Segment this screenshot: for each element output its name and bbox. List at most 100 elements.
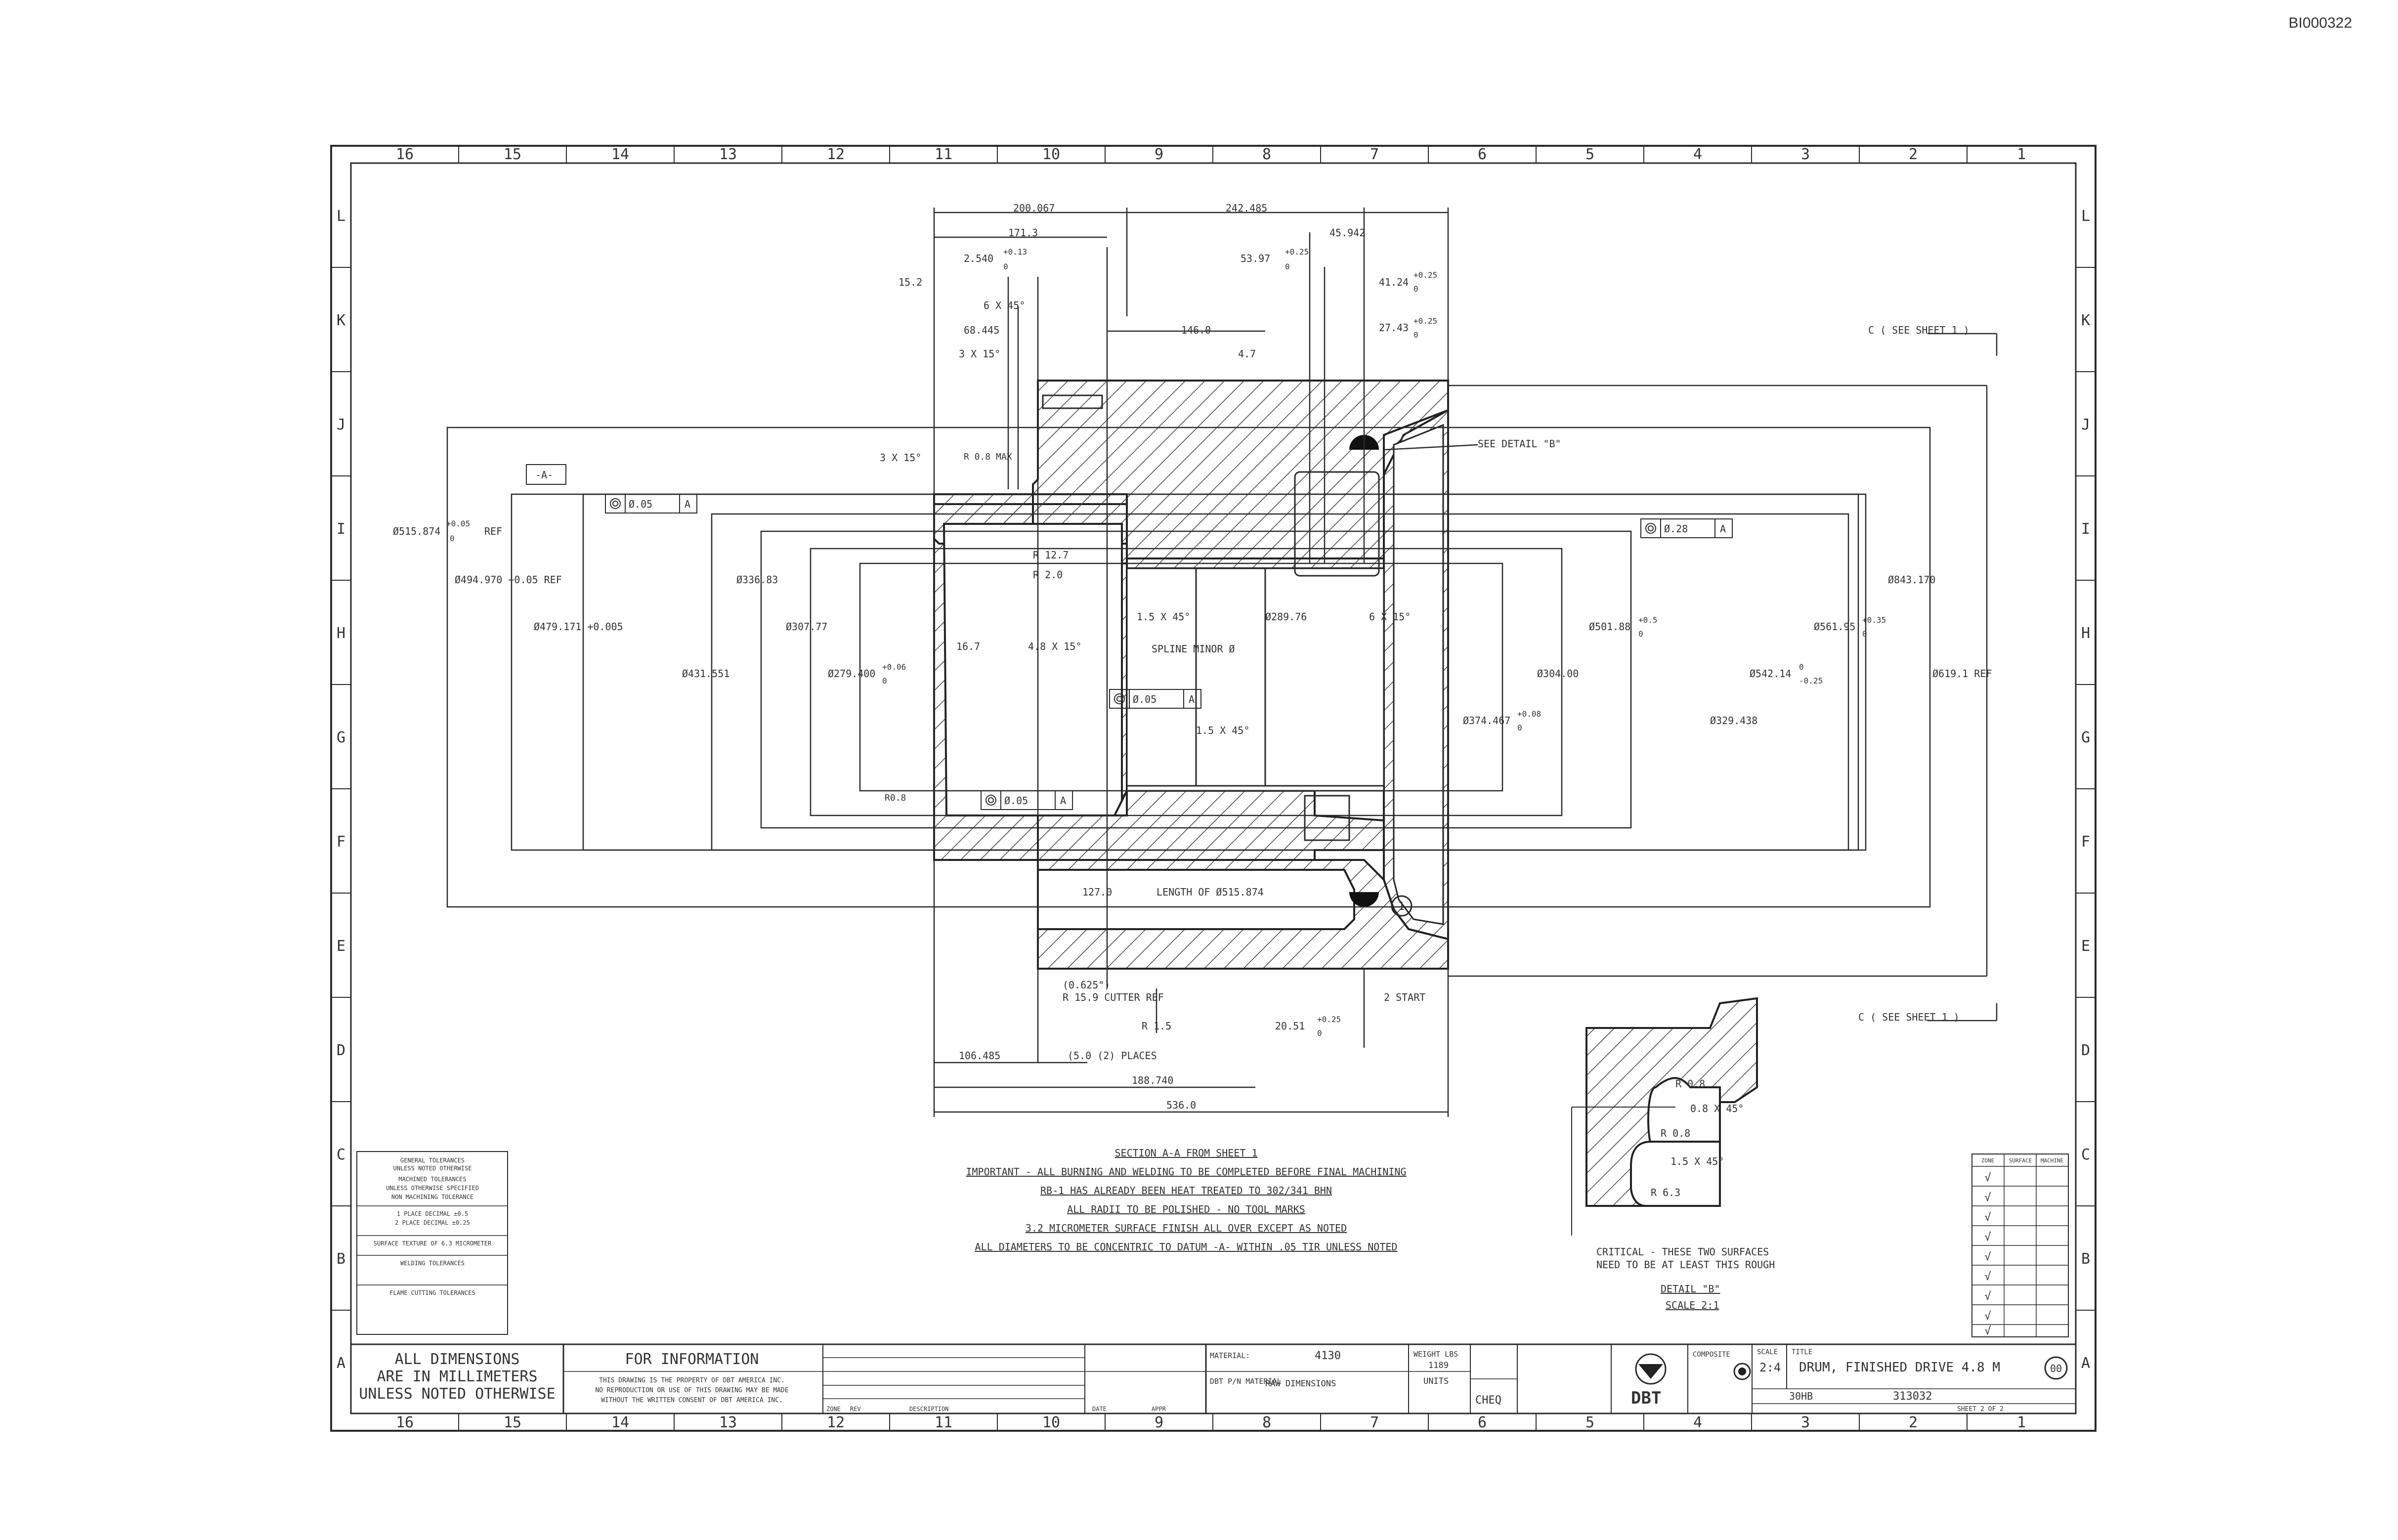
dim-text: Ø304.00 (1537, 668, 1579, 680)
dim-text: R 0.8 MAX (964, 452, 1012, 462)
dim-text: Ø619.1 REF (1932, 668, 1992, 680)
feature-control-frame: Ø.05 A (605, 494, 697, 513)
col-label-top: 4 (1693, 146, 1702, 163)
svg-text:1: 1 (1398, 900, 1405, 913)
dim-text: 1.5 X 45° (1137, 611, 1190, 623)
tol-text: +0.08 (1517, 709, 1541, 719)
finish-symbol: √ (1984, 1231, 1991, 1243)
spline-window (1126, 567, 1385, 792)
row-label-right: I (2081, 520, 2090, 538)
model-number: 30HB (1789, 1390, 1813, 1402)
tolerance-title: UNLESS NOTED OTHERWISE (393, 1165, 472, 1172)
dim-text: Ø329.438 (1710, 715, 1757, 727)
col-label-top: 10 (1042, 146, 1060, 163)
checker-label: COMPOSITE (1693, 1351, 1730, 1359)
row-label-left: C (337, 1146, 345, 1163)
col-label-bottom: 11 (935, 1414, 952, 1431)
sheet-ref-text: C ( SEE SHEET 1 ) (1868, 324, 1970, 336)
svg-text:-A-: -A- (535, 469, 553, 481)
note-text: CRITICAL - THESE TWO SURFACES (1596, 1246, 1769, 1258)
note-line: IMPORTANT - ALL BURNING AND WELDING TO B… (966, 1166, 1406, 1178)
feature-control-frame: Ø.28 A (1640, 518, 1733, 538)
dim-text: R 6.3 (1651, 1187, 1680, 1198)
units-label: UNITS (1423, 1376, 1449, 1386)
cheq-label: CHEQ (1475, 1394, 1501, 1407)
row-label-left: A (337, 1355, 345, 1372)
col-label-top: 9 (1155, 146, 1163, 163)
row-label-right: D (2081, 1042, 2090, 1059)
bore-pocket (942, 523, 1123, 816)
note-text: NEED TO BE AT LEAST THIS ROUGH (1596, 1259, 1775, 1271)
finish-symbol: √ (1984, 1211, 1991, 1224)
dim-text: 3 X 15° (959, 348, 1000, 360)
note-line: 3.2 MICROMETER SURFACE FINISH ALL OVER E… (1026, 1222, 1347, 1234)
col-label-bottom: 12 (827, 1414, 845, 1431)
note-line: SECTION A-A FROM SHEET 1 (1115, 1147, 1258, 1159)
col-label-top: 6 (1478, 146, 1487, 163)
dim-text: 536.0 (1166, 1099, 1196, 1111)
col-label-bottom: 14 (611, 1414, 629, 1431)
tolerance-line: SURFACE TEXTURE OF 6.3 MICROMETER (374, 1240, 492, 1247)
proprietary-note: NO REPRODUCTION OR USE OF THIS DRAWING M… (595, 1387, 788, 1394)
lower-cavity (1037, 869, 1355, 930)
col-label-top: 7 (1370, 146, 1379, 163)
item-balloon: 1 (1391, 895, 1413, 917)
revision-header: DESCRIPTION (909, 1406, 948, 1412)
dim-text: 6 X 45° (984, 299, 1025, 311)
row-label-left: B (337, 1250, 345, 1268)
svg-text:A: A (1720, 523, 1726, 535)
raw-dimensions: RAW DIMENSIONS (1265, 1379, 1336, 1389)
note-line: ALL RADII TO BE POLISHED - NO TOOL MARKS (1067, 1203, 1305, 1215)
scale-label: SCALE (1757, 1348, 1778, 1356)
col-label-bottom: 4 (1693, 1414, 1702, 1431)
row-label-left: J (337, 416, 345, 433)
finish-symbol: √ (1984, 1172, 1991, 1184)
col-label-top: 11 (935, 146, 952, 163)
feature-control-frame: Ø.05 A (981, 790, 1073, 810)
dim-text: 1.5 X 45° (1196, 725, 1249, 736)
row-label-right: B (2081, 1250, 2090, 1268)
general-notes: SECTION A-A FROM SHEET 1 IMPORTANT - ALL… (966, 1147, 1406, 1253)
col-label-top: 8 (1262, 146, 1271, 163)
col-label-top: 16 (396, 146, 414, 163)
dim-text: 106.485 (959, 1050, 1000, 1062)
general-tolerances-box: GENERAL TOLERANCES UNLESS NOTED OTHERWIS… (356, 1151, 508, 1335)
row-label-left: E (337, 938, 345, 955)
tolerance-line: FLAME CUTTING TOLERANCES (389, 1289, 475, 1296)
finish-symbol: √ (1984, 1310, 1991, 1323)
tol-text: 0 (1413, 284, 1418, 294)
dim-text: 3 X 15° (880, 452, 921, 464)
tol-text: -0.25 (1799, 676, 1823, 685)
proprietary-note: WITHOUT THE WRITTEN CONSENT OF DBT AMERI… (601, 1397, 783, 1404)
dim-text: Ø431.551 (682, 668, 729, 680)
tolerance-line: NON MACHINING TOLERANCE (391, 1194, 473, 1200)
tolerance-title: GENERAL TOLERANCES (400, 1157, 465, 1164)
col-label-bottom: 3 (1801, 1414, 1810, 1431)
col-label-bottom: 7 (1370, 1414, 1379, 1431)
material-value: 4130 (1315, 1350, 1341, 1362)
for-information-stamp: FOR INFORMATION (625, 1351, 759, 1368)
revision-header: APPR (1152, 1406, 1166, 1412)
col-label-top: 2 (1909, 146, 1918, 163)
dim-text: 16.7 (956, 641, 980, 652)
dim-text: 200.067 (1013, 202, 1055, 214)
detail-ref-text: SEE DETAIL "B" (1478, 438, 1561, 450)
dia-542-outline (711, 513, 1849, 851)
col-label-bottom: 8 (1262, 1414, 1271, 1431)
finish-symbol: √ (1984, 1192, 1991, 1204)
revision-header: ZONE (826, 1406, 841, 1412)
dim-text: 171.3 (1008, 227, 1038, 239)
row-label-left: D (337, 1042, 345, 1059)
tol-text: +0.25 (1317, 1015, 1341, 1024)
row-label-left: K (337, 312, 345, 329)
tol-text: 0 (1517, 723, 1522, 732)
dim-text: Ø494.970 +0.05 REF (455, 574, 562, 586)
table-header: MACHINE (2041, 1157, 2063, 1164)
dim-text: Ø501.88 (1589, 621, 1630, 633)
note-line: RB-1 HAS ALREADY BEEN HEAT TREATED TO 30… (1040, 1185, 1332, 1197)
tol-text: +0.25 (1413, 270, 1437, 280)
col-label-top: 12 (827, 146, 845, 163)
col-label-bottom: 9 (1155, 1414, 1163, 1431)
proprietary-note: THIS DRAWING IS THE PROPERTY OF DBT AMER… (599, 1377, 785, 1384)
